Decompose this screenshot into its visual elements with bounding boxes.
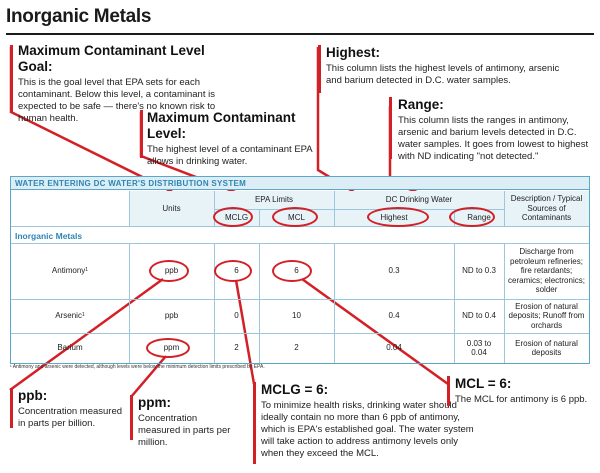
callout-mcl6: MCL = 6: The MCL for antimony is 6 ppb. bbox=[455, 376, 590, 406]
row-antimony-highest: 0.3 bbox=[388, 266, 400, 276]
row-barium-name: Barium bbox=[57, 343, 83, 353]
row-arsenic-sources: Erosion of natural deposits; Runoff from… bbox=[508, 301, 585, 330]
highest-bar bbox=[318, 45, 321, 93]
grid-line bbox=[214, 209, 504, 210]
highlight-oval-range bbox=[449, 207, 495, 227]
row-arsenic-sup: 1 bbox=[81, 312, 85, 319]
title-underline bbox=[6, 33, 594, 35]
col-units: Units bbox=[162, 203, 181, 213]
callout-highest-body: This column lists the highest levels of … bbox=[326, 63, 560, 86]
callout-mcl-level-head: Maximum Contaminant Level: bbox=[147, 110, 296, 141]
col-sources: Description / Typical Sources of Contami… bbox=[510, 194, 583, 223]
mcl-level-bar bbox=[140, 110, 143, 158]
callout-mcl6-head: MCL = 6: bbox=[455, 376, 512, 391]
grid-line bbox=[11, 299, 589, 300]
row-barium-highest: 0.04 bbox=[386, 343, 402, 353]
callout-mcl-level: Maximum Contaminant Level: The highest l… bbox=[147, 110, 317, 168]
callout-mclg6-head: MCLG = 6: bbox=[261, 382, 329, 397]
highlight-oval-mclg bbox=[213, 207, 253, 227]
callout-mcl6-body: The MCL for antimony is 6 ppb. bbox=[455, 394, 588, 405]
callout-mcl-level-body: The highest level of a contaminant EPA a… bbox=[147, 144, 313, 167]
callout-highest-head: Highest: bbox=[326, 45, 380, 60]
range-bar bbox=[389, 97, 392, 159]
callout-range-body: This column lists the ranges in antimony… bbox=[398, 115, 589, 162]
group-dc-drinking-water: DC Drinking Water bbox=[385, 195, 453, 205]
row-arsenic-units: ppb bbox=[164, 311, 179, 321]
callout-highest: Highest: This column lists the highest l… bbox=[326, 45, 566, 87]
row-antimony-label: Antimony bbox=[51, 266, 86, 276]
grid-line bbox=[259, 209, 260, 226]
callout-ppm-body: Concentration measured in parts per mill… bbox=[138, 413, 231, 448]
row-arsenic-label: Arsenic bbox=[55, 311, 82, 321]
callout-ppb-head: ppb: bbox=[18, 388, 48, 403]
ppm-bar bbox=[130, 395, 133, 440]
page-title: Inorganic Metals bbox=[6, 6, 152, 27]
callout-mclg-goal: Maximum Contaminant Level Goal: This is … bbox=[18, 43, 223, 125]
row-barium-mclg: 2 bbox=[234, 343, 239, 353]
contaminant-table: WATER ENTERING DC WATER'S DISTRIBUTION S… bbox=[10, 176, 590, 364]
grid-line bbox=[334, 243, 335, 363]
row-arsenic-highest: 0.4 bbox=[388, 311, 400, 321]
highlight-oval-mcl bbox=[272, 207, 318, 227]
grid-line bbox=[214, 191, 215, 226]
row-antimony-range: ND to 0.3 bbox=[462, 266, 496, 276]
table-banner: WATER ENTERING DC WATER'S DISTRIBUTION S… bbox=[11, 177, 589, 190]
callout-mclg-goal-head: Maximum Contaminant Level Goal: bbox=[18, 43, 205, 74]
highlight-oval-ppm bbox=[146, 338, 190, 358]
grid-line bbox=[259, 243, 260, 363]
row-barium-mcl: 2 bbox=[294, 343, 299, 353]
callout-mclg6: MCLG = 6: To minimize health risks, drin… bbox=[261, 382, 476, 460]
row-antimony-sup: 1 bbox=[85, 267, 89, 274]
mclg-goal-bar bbox=[10, 45, 13, 113]
callout-mclg-goal-body: This is the goal level that EPA sets for… bbox=[18, 77, 216, 124]
mcl6-bar bbox=[447, 376, 450, 406]
grid-line bbox=[11, 243, 589, 244]
highlight-oval-mcl-6 bbox=[272, 260, 312, 282]
row-barium-range: 0.03 to 0.04 bbox=[466, 338, 492, 358]
row-arsenic-mcl: 10 bbox=[292, 311, 301, 321]
grid-line bbox=[129, 191, 130, 226]
grid-line bbox=[454, 243, 455, 363]
grid-line bbox=[214, 243, 215, 363]
row-barium-sources: Erosion of natural deposits bbox=[515, 338, 578, 358]
callout-ppb: ppb: Concentration measured in parts per… bbox=[18, 388, 128, 430]
grid-line bbox=[11, 333, 589, 334]
callout-mclg6-body: To minimize health risks, drinking water… bbox=[261, 400, 474, 459]
callout-range-head: Range: bbox=[398, 97, 444, 112]
callout-ppm-head: ppm: bbox=[138, 395, 171, 410]
grid-line bbox=[504, 191, 505, 226]
grid-line bbox=[504, 243, 505, 363]
ppb-bar bbox=[10, 388, 13, 428]
group-epa-limits: EPA Limits bbox=[254, 195, 294, 205]
grid-line bbox=[129, 243, 130, 363]
grid-line bbox=[334, 191, 335, 226]
row-arsenic-mclg: 0 bbox=[234, 311, 239, 321]
callout-ppb-body: Concentration measured in parts per bill… bbox=[18, 406, 123, 429]
callout-range: Range: This column lists the ranges in a… bbox=[398, 97, 593, 163]
table-footnote: ¹ Antimony and arsenic were detected, al… bbox=[10, 364, 265, 370]
highlight-oval-mclg-6 bbox=[214, 260, 252, 282]
highlight-oval-highest bbox=[367, 207, 429, 227]
highlight-oval-ppb bbox=[149, 260, 189, 282]
callout-ppm: ppm: Concentration measured in parts per… bbox=[138, 395, 233, 449]
row-antimony-sources: Discharge from petroleum refineries; fir… bbox=[508, 247, 585, 295]
section-inorganic-metals: Inorganic Metals bbox=[15, 231, 83, 241]
row-arsenic-range: ND to 0.4 bbox=[462, 311, 496, 321]
mclg6-bar bbox=[253, 382, 256, 464]
header-row-bg bbox=[129, 191, 589, 226]
